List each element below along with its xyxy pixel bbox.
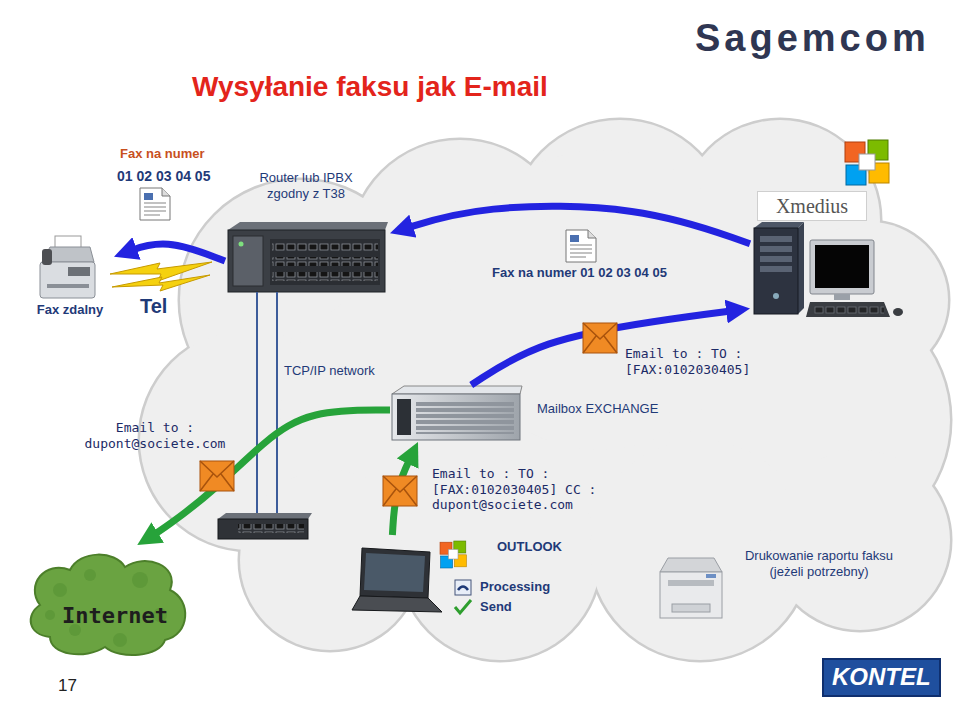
email-header: Email to : TO : [FAX:0102030405] CC : du… [432,466,617,513]
laptop [352,548,442,612]
lan-cable [257,292,277,519]
fax-machine-icon [40,236,95,298]
fax-number: 01 02 03 04 05 [117,168,210,185]
partner-logo: KONTEL [822,658,941,697]
network-switch [218,513,312,539]
network-label: TCP/IP network [284,363,375,379]
cloud-outline [31,555,186,655]
report-printer: Drukowanie raportu faksu (jeżeli potrzeb… [650,544,907,622]
email-envelope [383,476,417,506]
email-header: Email to : TO : [FAX:0102030405] [625,346,795,377]
cloud-texture [53,583,67,597]
device-label: Mailbox EXCHANGE [537,401,658,417]
company-logo: Sagemcom [695,16,930,62]
device-label: Fax zdalny [30,302,110,318]
internet-cloud: Internet [20,545,195,660]
email-envelope [200,461,234,491]
send-checkmark [455,600,471,613]
cloud-texture [84,569,96,581]
mail-server: Mailbox EXCHANGE [390,385,670,442]
cloud-texture [113,633,127,647]
email-header: Email to : dupont@societe.com [80,420,230,451]
office-logo [845,140,889,185]
outlook-logo [440,541,466,568]
fax-caption: Fax na numer [120,146,205,162]
server-tower [754,222,804,314]
cloud-texture [45,610,55,620]
device-label: Router lub IPBX zgodny z T38 [247,170,365,201]
network-cloud [140,120,950,660]
mail-server-device [392,386,522,440]
status-item: Processing [480,579,550,595]
router-ipbx: Router lub IPBX zgodny z T38 [225,166,390,298]
router-device [228,222,388,292]
line-label: Tel [140,294,167,318]
phone-line-bolts [110,262,212,291]
page-number: 17 [58,676,77,696]
outlook-client: OUTLOOK ProcessingSend [355,535,575,620]
slide-title: Wysyłanie faksu jak E-mail [192,70,548,104]
remote-fax: Fax zdalny [26,235,114,322]
phone-line-arrow [125,244,225,261]
keyboard [806,302,903,317]
cloud-texture [132,572,148,588]
monitor [810,240,874,300]
cloud-shape [20,545,195,660]
app-name: OUTLOOK [497,539,562,555]
device-label: Drukowanie raportu faksu (jeżeli potrzeb… [735,548,903,579]
fax-server: Xmedius [750,187,900,322]
cloud-label: Internet [62,603,168,629]
email-envelope [583,323,617,353]
fax-send-arrow [401,206,750,243]
printer [660,558,722,618]
fax-document-icon [140,188,170,220]
server-name: Xmedius [757,191,867,221]
processing-icon [455,580,471,595]
status-item: Send [480,599,512,615]
edge-label: Fax na numer 01 02 03 04 05 [492,265,667,281]
fax-document-icon [566,230,596,262]
